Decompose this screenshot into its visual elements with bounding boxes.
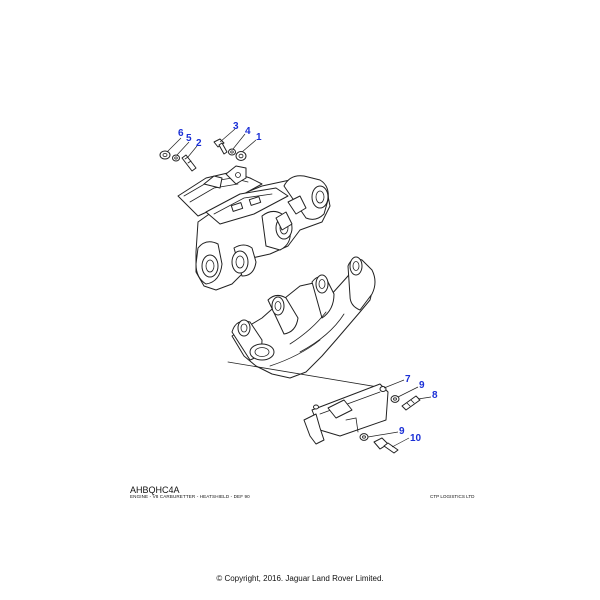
illustration-description: ENGINE - V8 CARBURETTER - HEATSHIELD - D… bbox=[130, 494, 250, 499]
callout-9-upper: 9 bbox=[419, 380, 425, 391]
washer-9-lower bbox=[359, 433, 369, 441]
callout-6: 6 bbox=[178, 128, 184, 139]
washer-9-upper bbox=[390, 395, 400, 403]
washer-5 bbox=[172, 154, 180, 162]
callout-8: 8 bbox=[432, 390, 438, 401]
lower-manifold-assembly bbox=[227, 256, 389, 445]
upper-manifold-assembly bbox=[177, 165, 331, 291]
copyright-notice: © Copyright, 2016. Jaguar Land Rover Lim… bbox=[216, 574, 384, 583]
nut-6 bbox=[159, 150, 171, 160]
upper-fasteners bbox=[159, 138, 247, 172]
callout-labels: 6 5 2 3 4 1 7 9 8 9 10 bbox=[178, 121, 438, 444]
bolt-10 bbox=[373, 437, 399, 454]
nut-1 bbox=[235, 151, 247, 161]
illustration-code: AHBQHC4A bbox=[130, 485, 180, 495]
callout-4: 4 bbox=[245, 126, 251, 137]
callout-7: 7 bbox=[405, 374, 411, 385]
supplier-name: CTP LOGISTICS LTD bbox=[430, 494, 475, 499]
callout-5: 5 bbox=[186, 133, 192, 144]
callout-2: 2 bbox=[196, 138, 202, 149]
callout-3: 3 bbox=[233, 121, 239, 132]
stud-2 bbox=[181, 154, 197, 172]
callout-9-lower: 9 bbox=[399, 426, 405, 437]
callout-1: 1 bbox=[256, 132, 262, 143]
leader-lines bbox=[166, 128, 432, 448]
washer-4 bbox=[228, 148, 236, 156]
lower-fasteners bbox=[359, 395, 421, 454]
callout-10: 10 bbox=[410, 433, 422, 444]
stud-8 bbox=[401, 395, 421, 411]
